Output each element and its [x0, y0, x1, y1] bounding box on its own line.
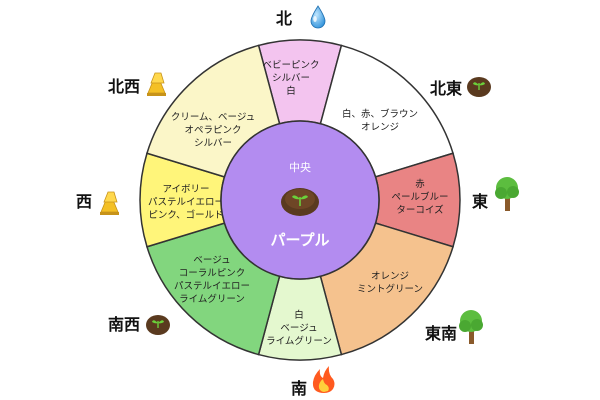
svg-text:シルバー: シルバー — [272, 73, 310, 84]
segment-text-northeast: 白、赤、ブラウン オレンジ — [342, 108, 418, 133]
soil-sprout-icon-northeast — [467, 77, 491, 97]
svg-text:パステルイエロー: パステルイエロー — [148, 197, 224, 208]
fire-icon — [312, 366, 335, 393]
svg-text:コーラルピンク: コーラルピンク — [179, 268, 246, 279]
segment-text-southeast: オレンジ ミントグリーン — [357, 271, 423, 295]
svg-text:オレンジ: オレンジ — [371, 271, 409, 282]
svg-text:白: 白 — [294, 309, 304, 321]
svg-text:ベビーピンク: ベビーピンク — [262, 60, 319, 71]
center-color-label: パープル — [270, 231, 329, 249]
soil-sprout-icon-southwest — [146, 315, 170, 335]
direction-east: 東 — [472, 192, 488, 211]
svg-text:ターコイズ: ターコイズ — [396, 204, 444, 216]
svg-text:白、赤、ブラウン: 白、赤、ブラウン — [342, 108, 418, 120]
segment-text-northwest: クリーム、ベージュ オペラピンク シルバー — [171, 112, 255, 149]
svg-text:クリーム、ベージュ: クリーム、ベージュ — [171, 112, 255, 123]
svg-text:ベージュ: ベージュ — [193, 255, 230, 266]
svg-text:オレンジ: オレンジ — [361, 122, 399, 133]
water-drop-icon — [310, 5, 326, 29]
tree-icon-southeast — [459, 310, 483, 344]
svg-text:ピンク、ゴールド: ピンク、ゴールド — [148, 209, 223, 221]
direction-west: 西 — [76, 192, 92, 211]
segment-text-south: 白 ベージュ ライムグリーン — [266, 309, 332, 347]
svg-text:パステルイエロー: パステルイエロー — [174, 281, 250, 292]
svg-text:オペラピンク: オペラピンク — [184, 125, 241, 136]
gold-icon-west — [100, 191, 119, 215]
segment-text-southwest: ベージュ コーラルピンク パステルイエロー ライムグリーン — [174, 255, 250, 305]
direction-north: 北 — [276, 9, 292, 28]
svg-text:赤: 赤 — [415, 179, 425, 190]
direction-southeast: 東南 — [425, 324, 457, 343]
gold-icon-northwest — [147, 72, 166, 96]
svg-text:シルバー: シルバー — [194, 138, 232, 149]
direction-northeast: 北東 — [430, 79, 462, 98]
segment-text-north: ベビーピンク シルバー 白 — [262, 60, 319, 97]
direction-south: 南 — [291, 379, 307, 398]
svg-text:ライムグリーン: ライムグリーン — [179, 293, 245, 305]
center-title: 中央 — [289, 161, 311, 174]
direction-southwest: 南西 — [108, 315, 140, 334]
svg-text:ライムグリーン: ライムグリーン — [266, 335, 332, 347]
segment-text-west: アイボリー パステルイエロー ピンク、ゴールド — [148, 184, 224, 221]
svg-text:ペールブルー: ペールブルー — [391, 191, 448, 203]
svg-text:アイボリー: アイボリー — [162, 184, 209, 195]
svg-text:ミントグリーン: ミントグリーン — [357, 283, 423, 295]
center-soil-sprout-icon — [281, 188, 319, 216]
direction-northwest: 北西 — [108, 77, 140, 96]
segment-text-east: 赤 ペールブルー ターコイズ — [391, 179, 448, 216]
tree-icon-east — [495, 177, 519, 211]
svg-text:ベージュ: ベージュ — [280, 323, 317, 334]
svg-text:白: 白 — [286, 85, 296, 97]
